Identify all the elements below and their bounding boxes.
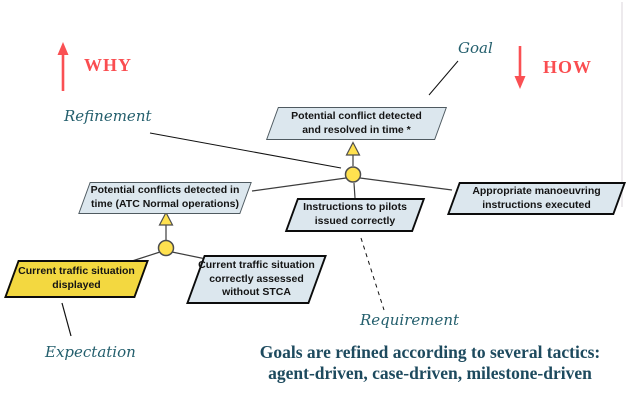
why-up-arrowhead-icon <box>57 42 69 55</box>
refinement-circle-left-icon <box>157 239 175 257</box>
goal-node-left-label: Potential conflicts detected in time (AT… <box>90 184 240 210</box>
edge-circle-instructions <box>353 182 356 199</box>
goal-annotation: Goal <box>458 39 493 57</box>
why-label: WHY <box>84 55 132 75</box>
requirement-node-assessed-label: Current traffic situation correctly asse… <box>198 259 315 299</box>
expectation-node-displayed: Current traffic situation displayed <box>3 260 150 298</box>
requirement-node-manoeuvring: Appropriate manoeuvring instructions exe… <box>445 182 628 215</box>
expectation-annotation: Expectation <box>45 343 136 361</box>
how-label: HOW <box>543 57 593 77</box>
requirement-pointer-line <box>360 237 385 311</box>
refinement-circle-top-icon <box>344 166 362 183</box>
goal-node-top: Potential conflict detected and resolved… <box>265 107 448 140</box>
how-down-arrowhead-icon <box>514 76 526 89</box>
requirement-node-assessed: Current traffic situation correctly asse… <box>185 255 328 304</box>
tactics-caption: Goals are refined according to several t… <box>259 342 601 383</box>
requirement-annotation: Requirement <box>360 311 460 329</box>
edge-circle-manoeuvring <box>359 177 453 191</box>
requirement-node-instructions-label: Instructions to pilots issued correctly <box>303 201 407 227</box>
goal-pointer-line <box>428 60 459 96</box>
goal-node-top-label: Potential conflict detected and resolved… <box>291 109 422 136</box>
requirement-node-instructions: Instructions to pilots issued correctly <box>283 198 427 232</box>
refinement-pointer-line <box>149 132 342 169</box>
edge-circle-leftgoal <box>251 177 347 192</box>
expectation-node-displayed-label: Current traffic situation displayed <box>18 265 135 291</box>
edge-circle-assessed <box>171 251 207 260</box>
requirement-node-manoeuvring-label: Appropriate manoeuvring instructions exe… <box>472 184 601 211</box>
refinement-arrowhead-top-icon <box>345 141 361 156</box>
expectation-pointer-line <box>61 302 72 337</box>
goal-node-left: Potential conflicts detected in time (AT… <box>77 182 253 214</box>
refinement-annotation: Refinement <box>64 107 152 125</box>
refinement-arrowhead-left-icon <box>158 211 174 226</box>
